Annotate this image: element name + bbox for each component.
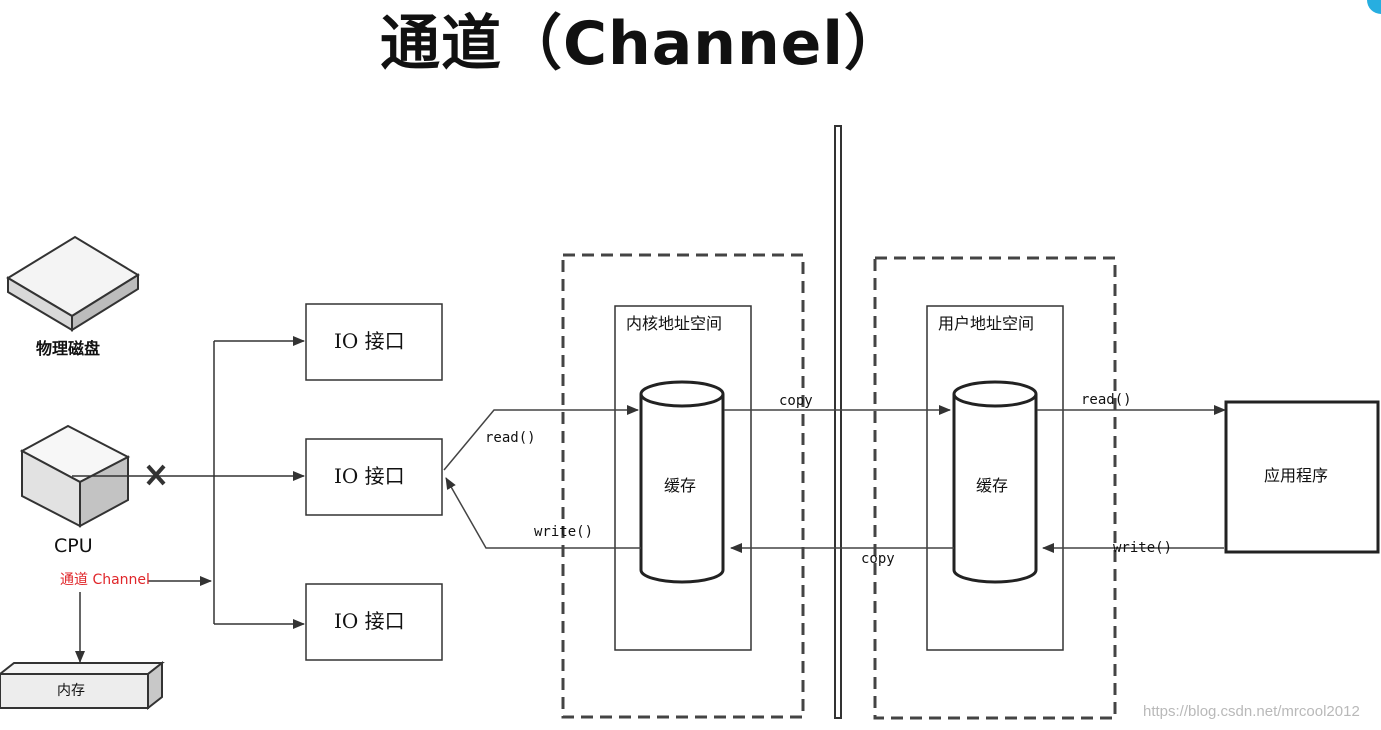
user-dashed-region (873, 256, 1117, 720)
io-port-label-1: IO 接口 (334, 329, 405, 353)
page-title: 通道（Channel） (380, 9, 905, 79)
kernel-cache-cylinder (639, 380, 725, 584)
cpu-to-io-line (72, 464, 305, 486)
read-kernel-label: read() (485, 430, 536, 446)
io-bus (213, 336, 305, 629)
read-app-label: read() (1081, 392, 1132, 408)
application-label: 应用程序 (1264, 466, 1329, 485)
user-space-label: 用户地址空间 (938, 314, 1035, 333)
kernel-space-label: 内核地址空间 (626, 314, 723, 333)
io-port-box-2 (305, 438, 443, 516)
io-port-box-3 (305, 583, 443, 661)
channel-label: 通道 Channel (60, 572, 150, 588)
io-port-label-3: IO 接口 (334, 609, 405, 633)
user-cache-label: 缓存 (976, 476, 1009, 495)
io-port-box-1 (305, 303, 443, 381)
write-kernel-arrow (445, 477, 641, 549)
write-app-label: write() (1113, 540, 1173, 556)
disk-label: 物理磁盘 (36, 339, 101, 358)
io-port-label-2: IO 接口 (334, 464, 405, 488)
watermark: https://blog.csdn.net/mrcool2012 (1143, 703, 1360, 720)
memory-label: 内存 (57, 683, 85, 699)
memory-icon (0, 660, 165, 711)
kernel-cache-label: 缓存 (664, 476, 697, 495)
copy-bottom-label: copy (861, 551, 895, 567)
disk-icon (6, 235, 140, 332)
kernel-user-divider (834, 125, 842, 719)
application-box (1224, 400, 1380, 554)
user-cache-cylinder (952, 380, 1038, 584)
copy-top-label: copy (779, 393, 813, 409)
cpu-icon (19, 424, 131, 528)
write-kernel-label: write() (534, 524, 594, 540)
read-kernel-arrow (443, 405, 639, 471)
cpu-label: CPU (54, 535, 93, 557)
kernel-dashed-region (561, 253, 805, 719)
